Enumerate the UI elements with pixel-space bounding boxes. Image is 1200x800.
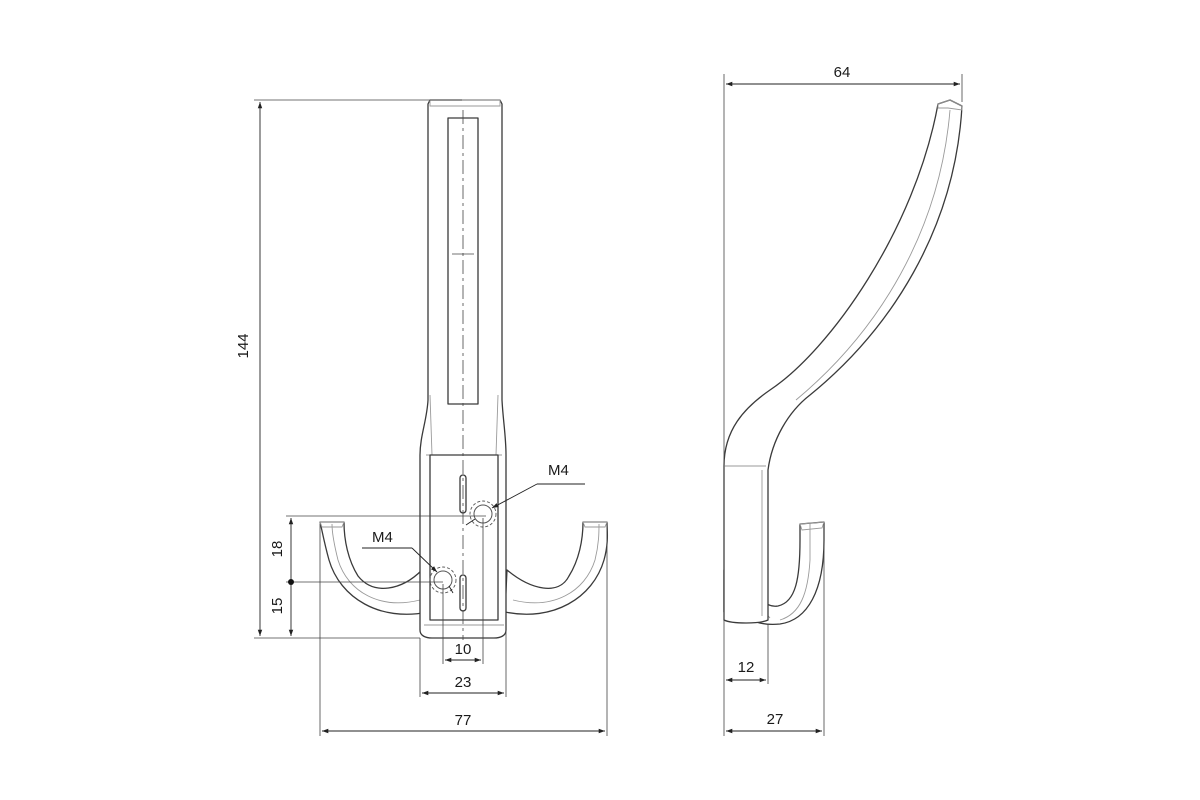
side-view: 64 12 27	[723, 64, 963, 736]
dim-plate-thickness-label: 12	[738, 659, 755, 676]
dim-plate-thickness: 12	[726, 659, 766, 683]
right-hook	[504, 521, 609, 615]
dim-hole-spacing: 10	[445, 641, 481, 663]
lower-thread-label: M4	[372, 529, 393, 546]
left-hook	[319, 521, 429, 615]
dim-total-width-label: 77	[455, 712, 472, 729]
dim-base-depth: 27	[726, 711, 822, 734]
lower-thread-callout: M4	[362, 529, 454, 594]
dim-base-depth-label: 27	[767, 711, 784, 728]
dim-lower-offset-label: 15	[269, 598, 286, 615]
dim-base-width: 23	[422, 674, 504, 696]
side-upper-arm	[723, 99, 963, 624]
dim-height: 144	[235, 102, 263, 636]
dim-depth-label: 64	[834, 64, 851, 81]
front-view: M4 M4 144 18 15	[235, 99, 609, 736]
upper-hole	[469, 500, 497, 528]
upper-thread-label: M4	[548, 462, 569, 479]
upper-thread-callout: M4	[465, 462, 585, 526]
dim-hole-spacing-label: 10	[455, 641, 472, 658]
dim-base-width-label: 23	[455, 674, 472, 691]
dim-hole-offsets: 18 15	[269, 518, 294, 636]
dim-height-label: 144	[235, 333, 252, 358]
dim-depth: 64	[726, 64, 960, 87]
dim-upper-offset-label: 18	[269, 541, 286, 558]
dim-total-width: 77	[322, 712, 605, 734]
